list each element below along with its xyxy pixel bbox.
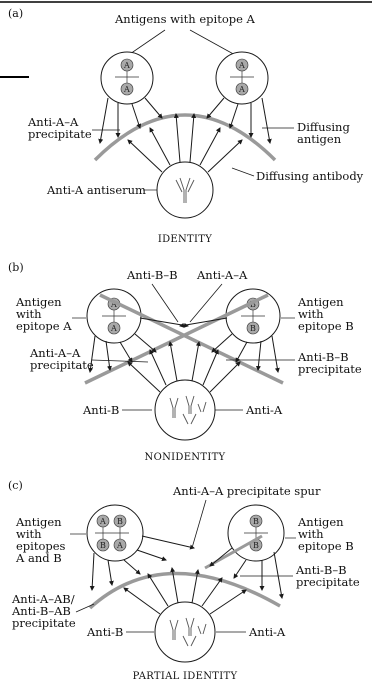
label-anti-a-c: Anti-A — [248, 625, 286, 639]
panel-a: (a) Antigens with epitope A A A A A — [8, 7, 364, 245]
antigen-molecule: A A — [115, 58, 139, 96]
svg-text:B: B — [117, 517, 123, 526]
antibody-icon — [175, 177, 195, 203]
label-antigen-b: Antigen — [297, 295, 344, 309]
label-antigen-b-3: epitope B — [298, 319, 354, 333]
label-antigen-b-c-3: epitope B — [298, 539, 354, 553]
svg-text:B: B — [250, 300, 256, 309]
panel-c: (c) Anti-A–A precipitate spur A B B A B … — [8, 479, 360, 682]
caption-nonidentity: NONIDENTITY — [145, 452, 226, 463]
antiserum-well-c — [154, 601, 216, 663]
label-precip-bb-2: precipitate — [296, 575, 360, 589]
label-diffusing-antigen-2: antigen — [297, 132, 342, 146]
label-antigen-a-2: with — [16, 307, 42, 321]
label-precip-bb: Anti-B–B — [295, 563, 347, 577]
svg-text:B: B — [253, 517, 259, 526]
diffusion-arrows-b — [88, 317, 280, 393]
svg-text:A: A — [238, 61, 245, 70]
label-antigen-b-2: with — [298, 307, 324, 321]
panel-b: (b) Anti-B–B Anti-A–A A A B B — [8, 261, 362, 463]
precipitate-arc — [93, 113, 277, 162]
label-diffusing-antibody: Diffusing antibody — [256, 169, 364, 183]
antibody-icons — [169, 395, 207, 425]
svg-text:A: A — [123, 85, 130, 94]
leader-line — [231, 167, 255, 177]
label-precip-a-2: precipitate — [30, 358, 94, 372]
svg-text:B: B — [250, 324, 256, 333]
antigen-molecule-b: B B — [241, 297, 265, 335]
precipitate-arc-c — [88, 571, 281, 610]
leader-line — [126, 29, 166, 57]
label-anti-b-b-top: Anti-B–B — [126, 268, 178, 282]
label-antigen-ab-2: with — [16, 527, 42, 541]
leader-line — [91, 359, 149, 363]
leader-line — [151, 283, 179, 323]
leader-line — [75, 603, 95, 613]
antigen-molecule-a: A A — [102, 297, 126, 335]
label-antigens-epitope-a: Antigens with epitope A — [114, 12, 256, 26]
svg-text:A: A — [123, 61, 130, 70]
diffusion-arrows-c — [89, 535, 284, 615]
label-antigen-a: Antigen — [15, 295, 62, 309]
antiserum-well — [156, 161, 214, 219]
label-precipitate-a-2: precipitate — [28, 127, 92, 141]
svg-text:A: A — [116, 541, 123, 550]
leader-line — [189, 29, 238, 57]
label-precip-b: Anti-B–B — [297, 350, 349, 364]
label-anti-b-c: Anti-B — [86, 625, 123, 639]
label-precip-b-2: precipitate — [298, 362, 362, 376]
antibody-icons — [169, 617, 207, 647]
label-anti-b: Anti-B — [82, 403, 119, 417]
diffusion-arrows — [98, 97, 272, 173]
label-anti-a: Anti-A — [245, 403, 283, 417]
label-antigen-ab: Antigen — [15, 515, 62, 529]
antigen-molecule: A A — [230, 58, 254, 96]
label-precip-ab: Anti-A–AB/ — [11, 592, 75, 606]
panel-b-letter: (b) — [8, 261, 24, 274]
svg-text:A: A — [99, 517, 106, 526]
label-antigen-ab-3: epitopes — [16, 539, 66, 553]
svg-text:A: A — [110, 300, 117, 309]
label-precip-ab-2: Anti-B–AB — [11, 604, 71, 618]
label-antigen-ab-4: A and B — [15, 551, 62, 565]
caption-partial-identity: PARTIAL IDENTITY — [133, 671, 238, 682]
label-antigen-a-3: epitope A — [16, 319, 72, 333]
svg-text:B: B — [253, 541, 259, 550]
svg-text:A: A — [238, 85, 245, 94]
precipitate-line-b — [99, 293, 284, 385]
leader-line — [189, 283, 223, 323]
caption-identity: IDENTITY — [158, 234, 212, 245]
label-antigen-b-c: Antigen — [297, 515, 344, 529]
antigen-molecule-ab: A B B A — [95, 514, 129, 552]
label-precip-ab-3: precipitate — [12, 616, 76, 630]
panel-c-letter: (c) — [8, 479, 23, 492]
label-diffusing-antigen: Diffusing — [297, 120, 350, 134]
label-antiserum: Anti-A antiserum — [46, 183, 146, 197]
label-spur: Anti-A–A precipitate spur — [172, 484, 321, 498]
panel-a-letter: (a) — [8, 7, 23, 20]
leader-line — [191, 499, 207, 549]
precipitate-line-a — [84, 293, 269, 385]
svg-text:B: B — [100, 541, 106, 550]
label-precip-a: Anti-A–A — [29, 346, 81, 360]
svg-text:A: A — [110, 324, 117, 333]
label-antigen-b-c-2: with — [298, 527, 324, 541]
label-precipitate-a: Anti-A–A — [27, 115, 79, 129]
label-anti-a-a-top: Anti-A–A — [196, 268, 248, 282]
antiserum-well-b — [154, 379, 216, 441]
